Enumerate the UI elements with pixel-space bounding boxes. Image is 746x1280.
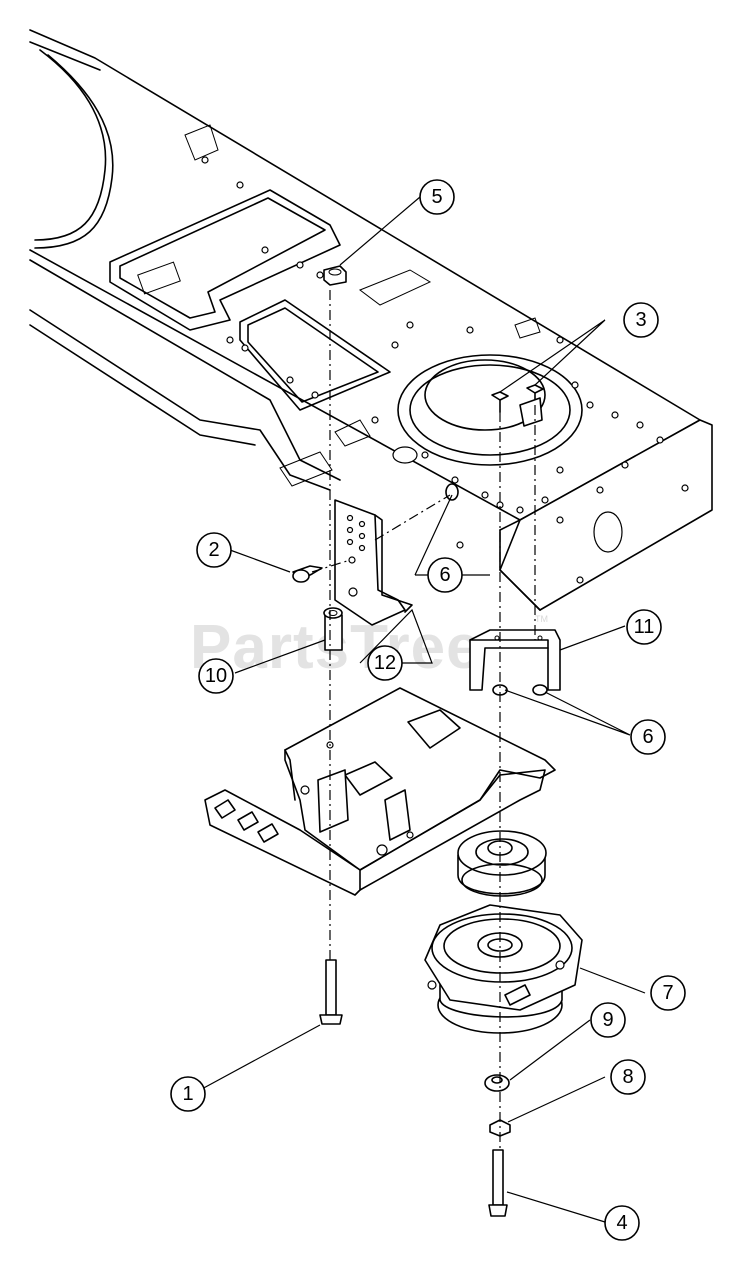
svg-text:3: 3 [635,309,646,331]
frame-holes [201,156,689,584]
svg-text:6: 6 [642,726,653,748]
svg-text:8: 8 [622,1066,633,1088]
svg-text:7: 7 [662,982,673,1004]
bolt-2 [292,565,323,583]
callout-6-lower: 6 [630,719,666,755]
bracket-11 [469,629,561,696]
mounting-bracket [334,499,413,626]
callout-5: 5 [419,179,455,215]
spacer-10 [323,607,343,651]
bolts-3 [491,384,544,427]
svg-text:11: 11 [634,616,655,638]
svg-text:4: 4 [616,1212,627,1234]
callout-11: 11 [626,609,662,645]
callout-6-upper: 6 [427,557,463,593]
frame [29,29,713,611]
callout-8: 8 [610,1059,646,1095]
svg-text:TM: TM [535,614,548,624]
callout-12: 12 [367,645,403,681]
mounting-plate [204,687,556,896]
pto-clutch [424,904,583,1034]
callout-10: 10 [198,658,234,694]
bolt-4 [488,1149,508,1217]
nut-6-frame [445,483,459,501]
svg-text:10: 10 [205,665,227,687]
svg-text:6: 6 [439,564,450,586]
svg-text:5: 5 [431,186,442,208]
svg-text:1: 1 [182,1083,193,1105]
callout-9: 9 [590,1002,626,1038]
callout-3: 3 [623,302,659,338]
svg-text:2: 2 [208,539,219,561]
callout-1: 1 [170,1076,206,1112]
nut-5 [323,265,347,286]
callout-4: 4 [604,1205,640,1241]
bolt-1 [319,959,343,1025]
washer-9 [484,1074,510,1092]
svg-text:9: 9 [602,1009,613,1031]
pulley [457,830,547,897]
svg-text:12: 12 [374,652,396,674]
callout-7: 7 [650,975,686,1011]
callout-2: 2 [196,532,232,568]
center-lines [311,290,536,1150]
